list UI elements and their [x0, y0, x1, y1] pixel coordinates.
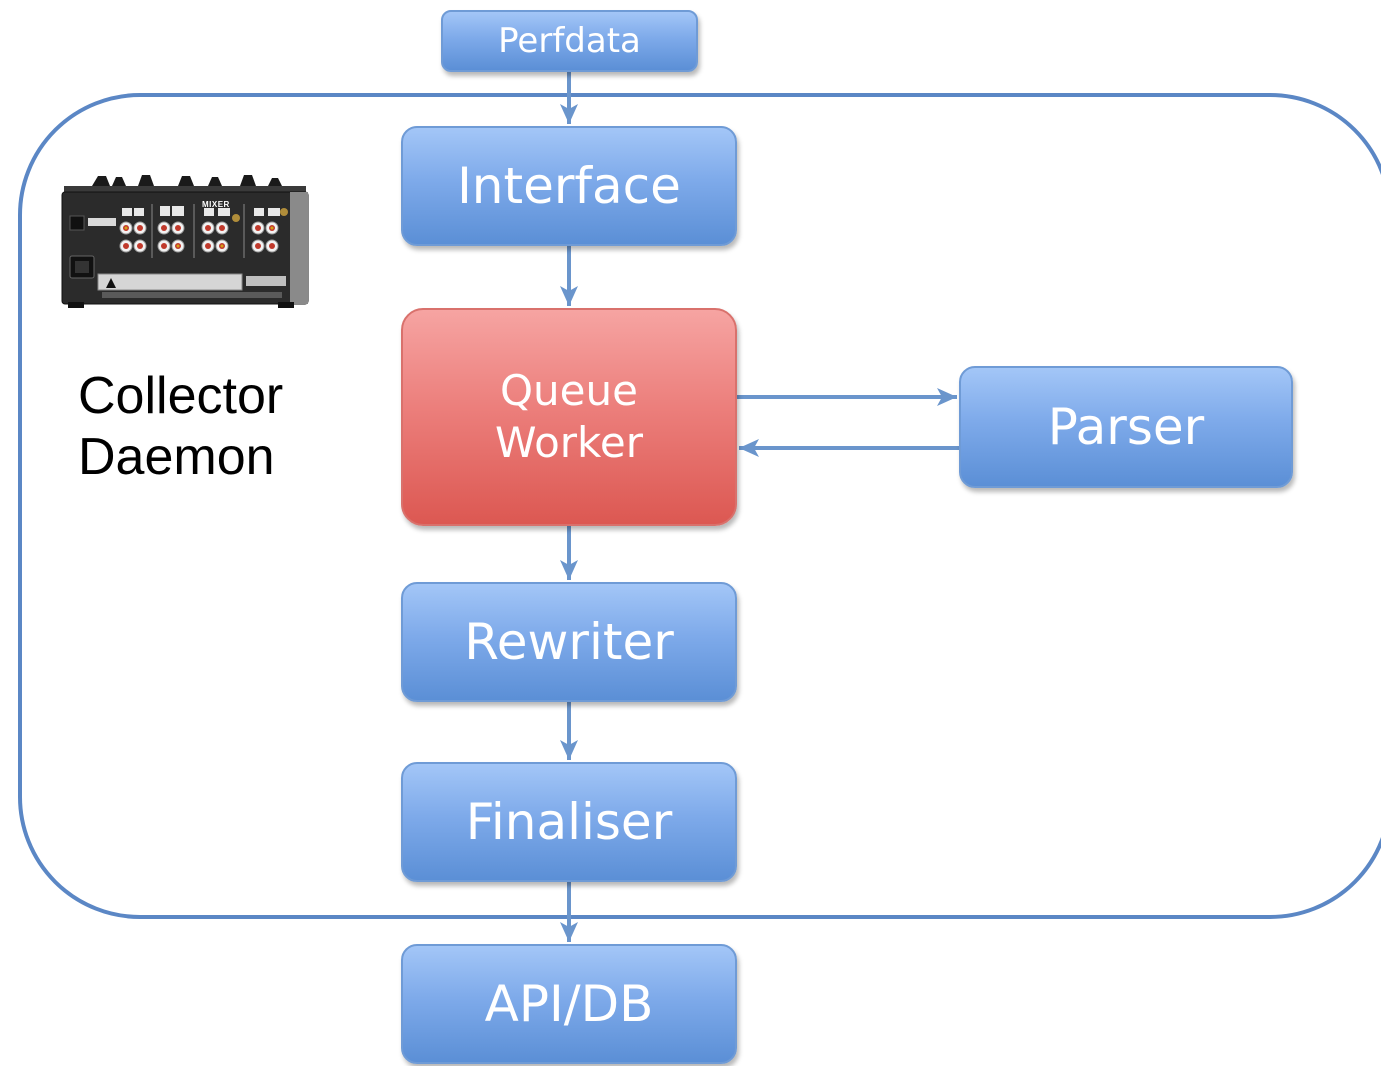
parser-node: Parser	[959, 366, 1293, 488]
finaliser-node-label: Finaliser	[465, 792, 673, 851]
mixer-image	[61, 175, 309, 308]
api-db-node-label: API/DB	[484, 974, 654, 1033]
collector-daemon-container	[18, 93, 1381, 919]
mixer-knobs	[92, 175, 282, 186]
queue-worker-node: Queue Worker	[401, 308, 737, 526]
perfdata-node: Perfdata	[441, 10, 698, 72]
queue-worker-node-label-line1: Queue	[500, 365, 638, 415]
interface-node: Interface	[401, 126, 737, 246]
rewriter-node-label: Rewriter	[464, 612, 674, 671]
api-db-node: API/DB	[401, 944, 737, 1064]
finaliser-node: Finaliser	[401, 762, 737, 882]
collector-daemon-label: Collector Daemon	[78, 366, 283, 489]
mixer-rca-jacks	[119, 221, 279, 253]
interface-node-label: Interface	[457, 156, 681, 215]
perfdata-node-label: Perfdata	[498, 20, 641, 61]
queue-worker-node-label-line2: Worker	[495, 418, 643, 467]
mixer-brand-label: MIXER	[202, 200, 230, 209]
collector-daemon-label-line1: Collector	[78, 367, 284, 425]
collector-daemon-label-line2: Daemon	[78, 428, 275, 487]
rewriter-node: Rewriter	[401, 582, 737, 702]
parser-node-label: Parser	[1047, 397, 1205, 456]
